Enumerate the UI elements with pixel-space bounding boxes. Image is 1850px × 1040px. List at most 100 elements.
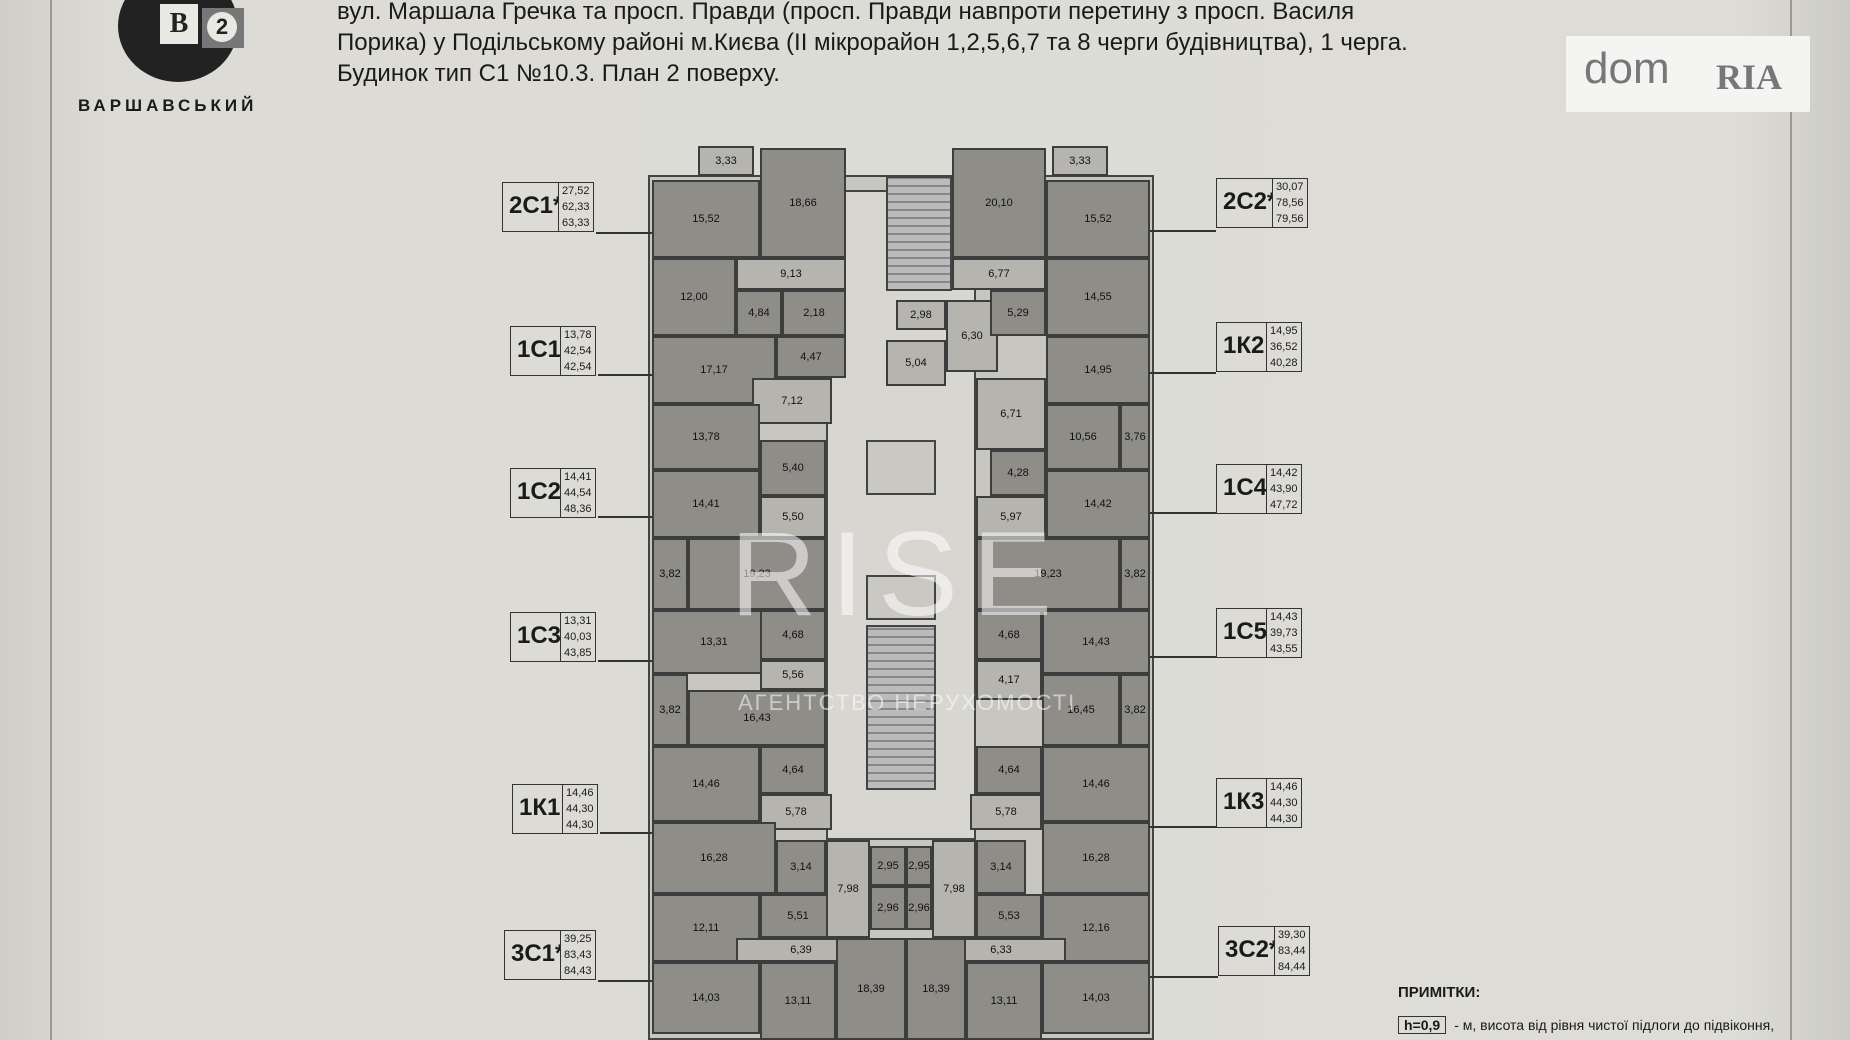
notes-line: h=0,9 - м, висота від рівня чистої підлог… xyxy=(1398,1016,1774,1034)
leader-line xyxy=(1150,372,1216,374)
logo-digit: 2 xyxy=(207,12,237,42)
room: 2,95 xyxy=(870,846,906,886)
leader-line xyxy=(1150,230,1216,232)
apartment-name: 1С2 xyxy=(510,468,569,518)
room: 13,11 xyxy=(966,962,1042,1040)
room: 5,97 xyxy=(976,496,1046,538)
room: 14,03 xyxy=(1042,962,1150,1034)
room: 5,51 xyxy=(760,894,836,938)
room: 15,52 xyxy=(652,180,760,258)
room: 3,82 xyxy=(1120,674,1150,746)
apartment-name: 1С4 xyxy=(1216,464,1275,514)
room: 3,14 xyxy=(776,840,826,894)
room: 2,18 xyxy=(782,290,846,336)
room: 18,39 xyxy=(836,938,906,1040)
room: 14,42 xyxy=(1046,470,1150,538)
leader-line xyxy=(598,374,652,376)
apartment-name: 1С1 xyxy=(510,326,569,376)
leader-line xyxy=(598,516,652,518)
room: 7,98 xyxy=(826,840,870,938)
room: 19,23 xyxy=(976,538,1120,610)
elevator-1 xyxy=(866,440,936,495)
room: 3,82 xyxy=(652,538,688,610)
room: 3,82 xyxy=(652,674,688,746)
domria-watermark: dom RIA xyxy=(1566,36,1810,112)
border-line-left xyxy=(50,0,52,1040)
border-line-right xyxy=(1790,0,1792,1040)
room: 4,84 xyxy=(736,290,782,336)
logo-digit-badge: 2 xyxy=(202,8,244,48)
apartment-name: 1К2 xyxy=(1216,322,1272,372)
leader-line xyxy=(598,980,652,982)
room: 16,28 xyxy=(1042,822,1150,894)
room: 14,46 xyxy=(1042,746,1150,822)
domria-ria-text: RIA xyxy=(1716,57,1783,97)
room: 18,66 xyxy=(760,148,846,258)
notes-title: ПРИМІТКИ: xyxy=(1398,984,1481,1001)
height-label: h=0,9 xyxy=(1398,1016,1447,1034)
room: 14,43 xyxy=(1042,610,1150,674)
apartment-name: 1К1 xyxy=(512,784,568,834)
room: 13,11 xyxy=(760,962,836,1040)
room: 19,23 xyxy=(688,538,826,610)
leader-line xyxy=(596,232,652,234)
room: 9,13 xyxy=(736,258,846,290)
room: 5,04 xyxy=(886,340,946,386)
room: 7,98 xyxy=(932,840,976,938)
room: 5,56 xyxy=(760,660,826,690)
apartment-name: 1К3 xyxy=(1216,778,1272,828)
room: 15,52 xyxy=(1046,180,1150,258)
room: 14,03 xyxy=(652,962,760,1034)
leader-line xyxy=(600,832,652,834)
room: 4,28 xyxy=(990,450,1046,496)
room: 5,50 xyxy=(760,496,826,538)
stairwell-bottom xyxy=(866,625,936,790)
room: 4,68 xyxy=(760,610,826,660)
room: 12,00 xyxy=(652,258,736,336)
document-header: вул. Маршала Гречка та просп. Правди (пр… xyxy=(337,0,1587,89)
room: 2,98 xyxy=(896,300,946,330)
balcony-left: 3,33 xyxy=(698,146,754,176)
room: 13,78 xyxy=(652,404,760,470)
room: 6,30 xyxy=(946,300,998,372)
room: 5,78 xyxy=(970,794,1042,830)
leader-line xyxy=(1150,656,1216,658)
room: 4,17 xyxy=(976,660,1042,700)
logo-brand-text: ВАРШАВСЬКИЙ xyxy=(78,96,258,115)
room: 13,31 xyxy=(652,610,776,674)
room: 16,28 xyxy=(652,822,776,894)
apartment-name: 1С5 xyxy=(1216,608,1275,658)
room: 6,71 xyxy=(976,378,1046,450)
leader-line xyxy=(598,660,652,662)
room: 14,46 xyxy=(652,746,760,822)
leader-line xyxy=(1150,976,1218,978)
room: 3,76 xyxy=(1120,404,1150,470)
room: 17,17 xyxy=(652,336,776,404)
height-description: - м, висота від рівня чистої підлоги до … xyxy=(1454,1017,1775,1033)
room: 5,53 xyxy=(976,894,1042,938)
room: 4,64 xyxy=(760,746,826,794)
room: 20,10 xyxy=(952,148,1046,258)
room: 2,96 xyxy=(870,886,906,930)
balcony-right: 3,33 xyxy=(1052,146,1108,176)
room: 4,47 xyxy=(776,336,846,378)
header-line-2: Порика) у Подільському районі м.Києва (I… xyxy=(337,29,1408,56)
room: 10,56 xyxy=(1046,404,1120,470)
room: 2,95 xyxy=(906,846,932,886)
domria-dom-text: dom xyxy=(1584,44,1670,93)
room: 6,77 xyxy=(952,258,1046,290)
room: 3,82 xyxy=(1120,538,1150,610)
header-line-1: вул. Маршала Гречка та просп. Правди (пр… xyxy=(337,0,1355,25)
room: 7,12 xyxy=(752,378,832,424)
logo-letter: В xyxy=(160,4,198,44)
